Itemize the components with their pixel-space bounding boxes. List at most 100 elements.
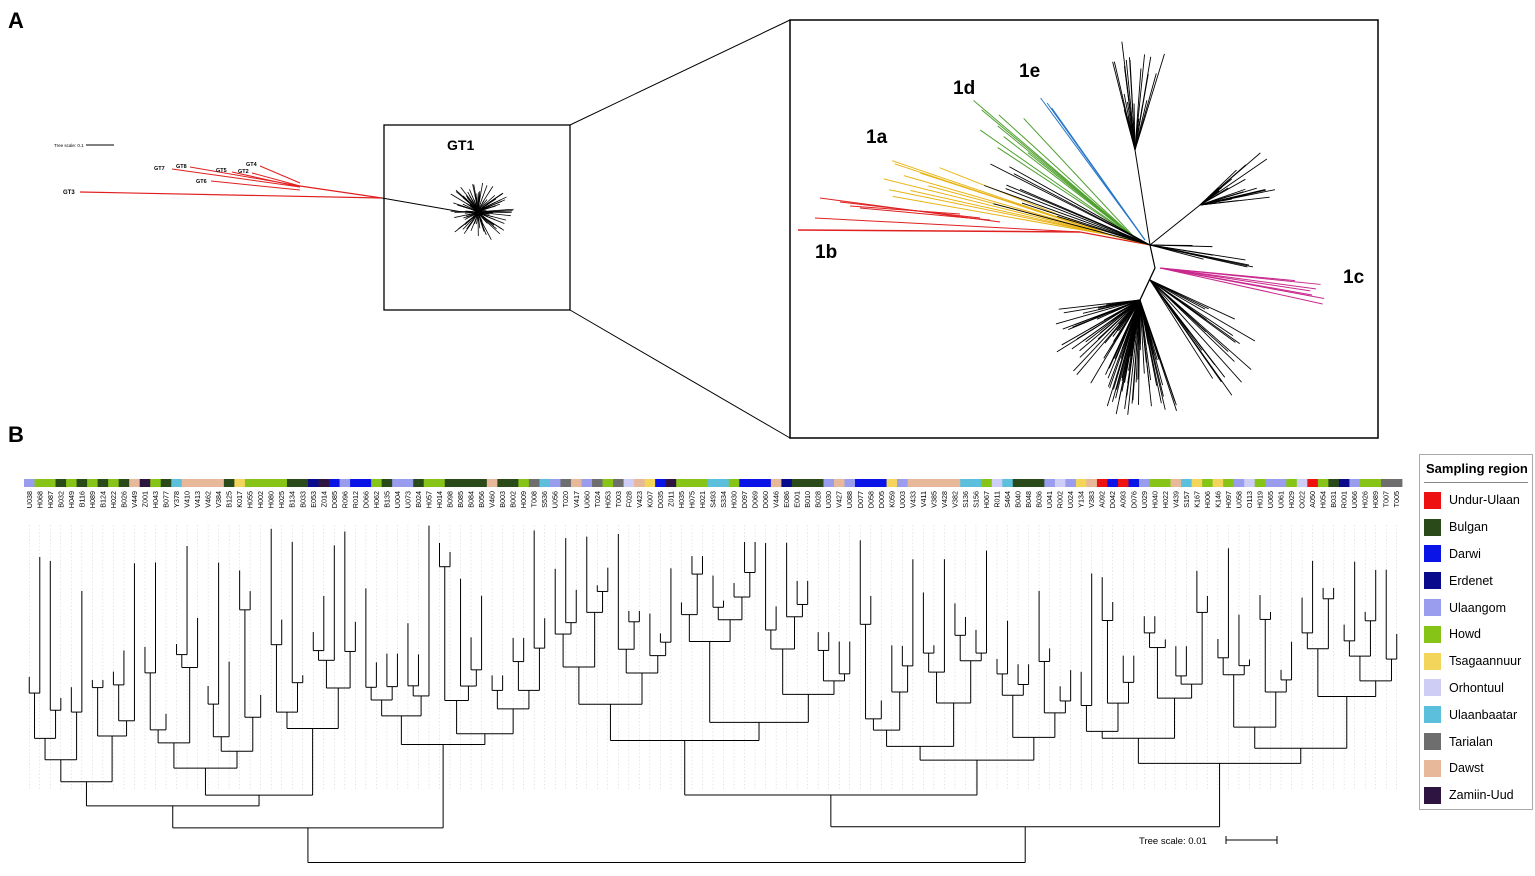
zoom-tree-branch bbox=[1116, 313, 1130, 331]
region-strip-cell bbox=[865, 479, 877, 487]
tip-label: H043 bbox=[151, 491, 160, 508]
tip-label: H019 bbox=[1255, 491, 1264, 508]
zoom-tree-branch bbox=[1126, 101, 1131, 118]
region-strip-cell bbox=[1128, 479, 1140, 487]
tip-label: S334 bbox=[719, 491, 728, 508]
legend-swatch bbox=[1424, 625, 1441, 643]
zoom-tree-branch bbox=[1082, 322, 1109, 342]
mini-tree-branch bbox=[489, 213, 511, 217]
tip-label: S157 bbox=[1182, 491, 1191, 508]
subtype-1b-branch bbox=[859, 207, 991, 221]
zoom-tree-branch bbox=[1123, 66, 1130, 104]
tip-label: D066 bbox=[361, 491, 370, 508]
tip-label: B002 bbox=[509, 491, 518, 508]
zoom-tree-branch bbox=[1135, 299, 1141, 350]
region-strip-cell bbox=[1181, 479, 1193, 487]
zoom-tree-branch bbox=[1178, 300, 1236, 343]
zoom-tree-branch bbox=[1103, 309, 1124, 321]
tip-label: S464 bbox=[1003, 491, 1012, 508]
zoom-tree-branch bbox=[1134, 100, 1140, 151]
tip-label: B028 bbox=[814, 491, 823, 508]
tip-label: H049 bbox=[67, 491, 76, 508]
zoom-tree-branch bbox=[1149, 244, 1209, 258]
region-strip-cell bbox=[960, 479, 972, 487]
tip-label: Y378 bbox=[172, 491, 181, 508]
region-strip-cell bbox=[570, 479, 582, 487]
region-strip-cell bbox=[1054, 479, 1066, 487]
region-strip-cell bbox=[1265, 479, 1277, 487]
region-strip-cell bbox=[171, 479, 183, 487]
tip-label: B031 bbox=[1329, 491, 1338, 508]
legend-item: Ulaanbaatar bbox=[1420, 701, 1532, 728]
legend-item: Erdenet bbox=[1420, 567, 1532, 594]
mini-tree-branch bbox=[485, 199, 502, 208]
mini-tree-branch bbox=[484, 205, 496, 210]
zoom-tree-branch bbox=[1149, 244, 1156, 269]
tip-label: H029 bbox=[1287, 491, 1296, 508]
region-strip-cell bbox=[886, 479, 898, 487]
tip-label: K007 bbox=[645, 491, 654, 508]
region-strip-cell bbox=[160, 479, 172, 487]
zoom-tree-branch bbox=[1196, 324, 1235, 362]
tip-label: D035 bbox=[656, 491, 665, 508]
zoom-tree-branch bbox=[1157, 376, 1166, 410]
tip-label: H026 bbox=[1361, 491, 1370, 508]
mini-tree-branch bbox=[486, 193, 503, 205]
mini-tree-branch bbox=[480, 221, 487, 236]
mini-tree-branch bbox=[450, 193, 469, 205]
panel-b-letter: B bbox=[8, 422, 24, 447]
tip-label: B125 bbox=[225, 491, 234, 508]
panel-b-scale-label: Tree scale: 0.01 bbox=[1139, 836, 1207, 847]
tip-label: U061 bbox=[1277, 491, 1286, 508]
legend-item: Orhontuul bbox=[1420, 675, 1532, 702]
legend-label: Ulaanbaatar bbox=[1449, 707, 1518, 722]
outgroup-label-gt6: GT6 bbox=[196, 179, 207, 185]
zoom-tree-branch bbox=[1110, 308, 1121, 314]
zoom-tree-branch bbox=[1149, 279, 1205, 313]
region-strip-cell bbox=[655, 479, 667, 487]
zoom-tree-branch bbox=[1178, 299, 1234, 337]
subtype-1c-branch bbox=[1159, 267, 1311, 292]
mini-tree-branch bbox=[486, 219, 505, 231]
region-strip-cell bbox=[1317, 479, 1329, 487]
zoom-tree-branch bbox=[1117, 299, 1141, 315]
tip-label: D042 bbox=[1108, 491, 1117, 508]
mini-tree-branch bbox=[455, 191, 471, 204]
region-strip-cell bbox=[139, 479, 151, 487]
zoom-tree-branch bbox=[1138, 68, 1142, 101]
zoom-tree-branch bbox=[1061, 329, 1089, 346]
region-strip-cell bbox=[339, 479, 351, 487]
region-strip-cell bbox=[1391, 479, 1403, 487]
zoom-tree-branch bbox=[1175, 245, 1213, 248]
subtype-1a-branch bbox=[892, 195, 1111, 236]
tip-label: H087 bbox=[46, 491, 55, 508]
zoom-tree-branch bbox=[1116, 349, 1128, 390]
region-strip-cell bbox=[1370, 479, 1382, 487]
zoom-tree-branch bbox=[1055, 307, 1114, 325]
region-strip-cell bbox=[381, 479, 393, 487]
zoom-tree-branch bbox=[1127, 347, 1136, 415]
tip-label: H030 bbox=[730, 491, 739, 508]
subtype-1d-branch bbox=[1027, 152, 1136, 239]
subtype-1b-branch bbox=[814, 217, 1081, 233]
outgroup-branch bbox=[231, 171, 301, 188]
zoom-tree-branch bbox=[1019, 188, 1094, 221]
region-strip-cell bbox=[560, 479, 572, 487]
zoom-tree-branch bbox=[1134, 117, 1144, 151]
region-strip-cell bbox=[676, 479, 688, 487]
region-strip-cell bbox=[234, 479, 246, 487]
region-strip-cell bbox=[1139, 479, 1150, 487]
tip-label: B134 bbox=[288, 491, 297, 508]
region-strip-cell bbox=[1212, 479, 1224, 487]
subtype-1d-branch bbox=[979, 129, 1136, 239]
zoom-tree-branch bbox=[1136, 118, 1140, 131]
tip-label: A050 bbox=[1308, 491, 1317, 508]
region-strip-cell bbox=[991, 479, 1003, 487]
mini-tree-branch bbox=[457, 204, 471, 210]
tip-label: D076 bbox=[1129, 491, 1138, 508]
region-strip-cell bbox=[223, 479, 235, 487]
subtype-label-1e: 1e bbox=[1019, 61, 1040, 82]
tip-label: E086 bbox=[782, 491, 791, 508]
tip-label: B003 bbox=[498, 491, 507, 508]
zoom-tree-branch bbox=[1035, 203, 1151, 246]
